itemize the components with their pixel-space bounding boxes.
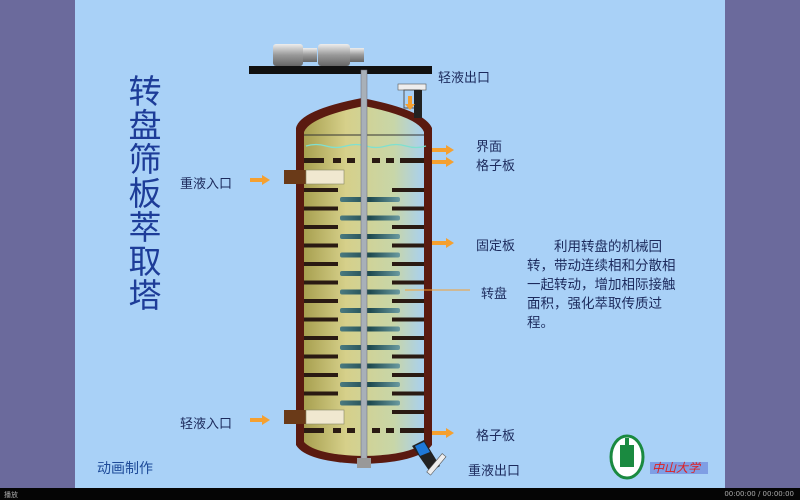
fixed-plate: [392, 225, 424, 229]
rotor-disc: [340, 197, 400, 202]
logo-text: 中山大学: [652, 461, 702, 475]
credit: 动画制作: [97, 461, 153, 477]
time-display: 00:00:00 / 00:00:00: [724, 490, 794, 498]
rotor-disc: [340, 271, 400, 276]
label-interface: 界面: [476, 140, 503, 155]
bottom-bearing: [357, 458, 371, 468]
arrow-icons: [250, 96, 454, 438]
rotor-disc: [340, 252, 400, 258]
rotor-disc: [340, 234, 400, 239]
rotor-disc: [340, 363, 400, 369]
heavy-inlet-nozzle: [284, 169, 345, 185]
fixed-plate: [392, 262, 424, 266]
fixed-plate: [392, 410, 424, 414]
label-heavy-inlet: 重液入口: [180, 177, 233, 192]
fixed-plate: [304, 354, 338, 359]
fixed-plate: [304, 225, 338, 229]
page-title: 转盘筛板萃取塔: [123, 74, 162, 312]
fixed-plate: [304, 317, 338, 322]
rotor-shaft: [360, 69, 368, 461]
heavy-outlet-nozzle: [412, 440, 447, 476]
label-light-inlet: 轻液入口: [180, 417, 233, 432]
label-heavy-outlet: 重液出口: [468, 464, 521, 479]
rotor-disc: [340, 326, 400, 332]
fixed-plate: [304, 373, 338, 377]
fixed-plate: [304, 206, 338, 211]
fixed-plate: [304, 391, 338, 396]
label-grid-plate-top: 格子板: [476, 159, 516, 174]
fixed-plate: [392, 336, 424, 340]
fixed-plate: [392, 206, 424, 211]
grid-plate-bottom: [304, 428, 424, 433]
rotor-disc: [340, 382, 400, 387]
grid-plate-top: [304, 158, 424, 163]
motor-icon: [273, 44, 364, 66]
fixed-plate: [304, 299, 338, 303]
label-fixed-plate: 固定板: [476, 239, 516, 254]
rotor-disc: [340, 215, 400, 221]
rotor-disc: [340, 345, 400, 350]
fixed-plate: [392, 354, 424, 359]
description: 利用转盘的机械回转，带动连续相和分散相一起转动，增加相际接触面积，强化萃取传质过…: [527, 239, 676, 331]
fixed-plate: [304, 188, 338, 192]
light-outlet-nozzle: [397, 83, 427, 118]
fixed-plate: [304, 243, 338, 248]
play-status[interactable]: 播放: [4, 491, 18, 499]
fixed-plate: [392, 373, 424, 377]
fixed-plate: [304, 262, 338, 266]
support-beam: [249, 66, 432, 74]
fixed-plate: [304, 280, 338, 285]
fixed-plate: [392, 243, 424, 248]
university-logo: 中山大学: [609, 434, 708, 480]
label-rotor-disc: 转盘: [481, 287, 508, 302]
fixed-plate: [392, 391, 424, 396]
fixed-plate: [392, 299, 424, 303]
rotor-disc: [340, 308, 400, 313]
rotor-disc: [340, 400, 400, 406]
fixed-plate: [392, 188, 424, 192]
label-grid-plate-bottom: 格子板: [476, 429, 516, 444]
player-bar: 播放 00:00:00 / 00:00:00: [0, 488, 800, 500]
fixed-plate: [392, 317, 424, 322]
light-inlet-nozzle: [284, 409, 345, 425]
fixed-plate: [392, 280, 424, 285]
fixed-plate: [304, 336, 338, 340]
rotor-disc: [340, 289, 400, 295]
label-light-outlet: 轻液出口: [438, 71, 491, 86]
